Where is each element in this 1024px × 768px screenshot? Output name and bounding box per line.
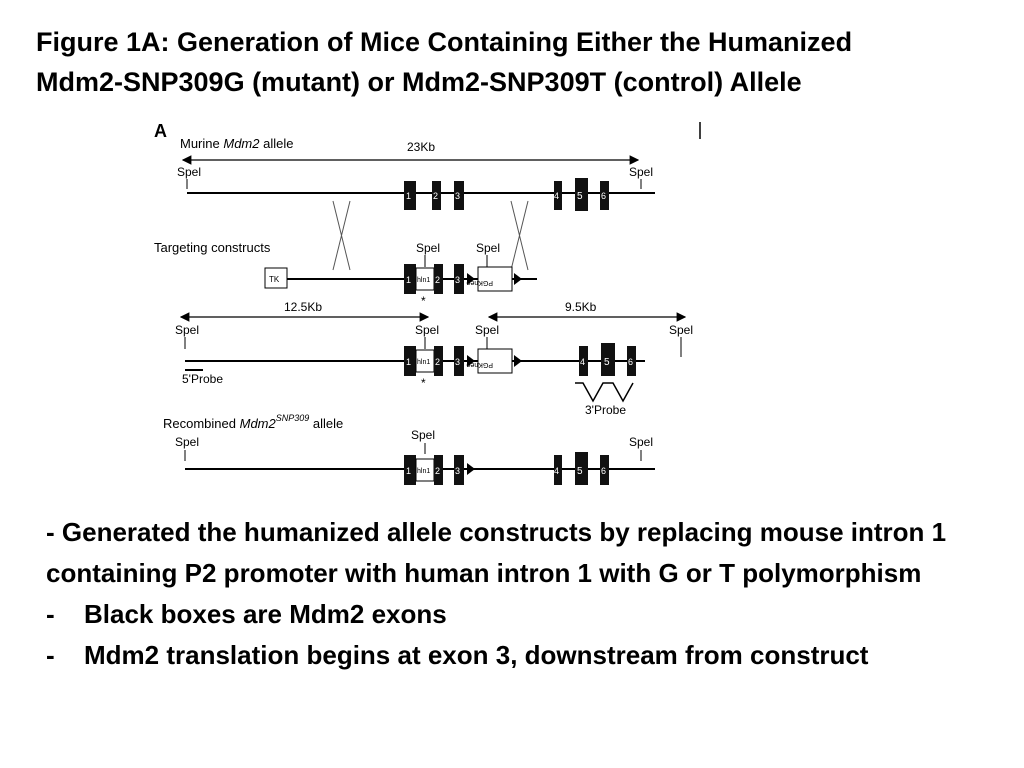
loxp-triangle: [467, 273, 475, 285]
exon-box: [600, 181, 609, 210]
pgkneo-label: PGKneo: [466, 279, 493, 286]
exon-label: 2: [435, 357, 440, 367]
loxp-triangle: [467, 463, 475, 475]
tk-box: [264, 267, 288, 289]
exon-label: 2: [435, 275, 440, 285]
exon-label: 4: [554, 466, 559, 476]
probe-3-shape: [575, 382, 634, 403]
exon-box: [575, 178, 588, 211]
pgkneo-box: [477, 348, 513, 374]
tk-label: TK: [269, 275, 280, 284]
exon-box: [404, 264, 416, 294]
exon-box: [454, 181, 464, 210]
pgkneo-box: [477, 266, 513, 292]
exon-box: [404, 346, 416, 376]
exon-box: [554, 181, 562, 210]
exon-label: 3: [455, 275, 460, 285]
spel-site-label: Spel: [669, 323, 693, 337]
slide-title-line-1: Figure 1A: Generation of Mice Containing…: [36, 27, 853, 57]
spel-site-label: Spel: [411, 428, 435, 442]
exon-box: [404, 455, 416, 485]
exon-box: [579, 346, 588, 376]
spel-site-label: Spel: [415, 323, 439, 337]
spel-site-label: Spel: [177, 165, 201, 179]
exon-box: [554, 455, 562, 485]
bullet-list: - Generated the humanized allele constru…: [46, 512, 996, 676]
probe-3-label: 3'Probe: [585, 403, 626, 417]
recombined-allele-label: Recombined Mdm2SNP309 allele: [163, 413, 343, 431]
bullet-dash: -: [46, 640, 55, 670]
spel-site-label: Spel: [629, 435, 653, 449]
human-intron-label: hln1: [417, 277, 430, 284]
spel-site-label: Spel: [475, 323, 499, 337]
exon-label: 6: [628, 357, 633, 367]
loxp-triangle: [514, 355, 522, 367]
bullet-item: - Mdm2 translation begins at exon 3, dow…: [46, 635, 996, 676]
pgkneo-label: PGKneo: [466, 361, 493, 368]
loxp-triangle: [514, 273, 522, 285]
exon-box: [432, 181, 441, 210]
exon-label: 6: [601, 466, 606, 476]
crossover-mark: [332, 200, 351, 271]
exon-label: 2: [433, 191, 438, 201]
exon-label: 1: [406, 191, 411, 201]
size-9-5kb-label: 9.5Kb: [565, 300, 597, 314]
human-intron-label: hln1: [417, 359, 430, 366]
exon-box: [454, 264, 464, 294]
exon-label: 3: [455, 466, 460, 476]
targeting-constructs-label: Targeting constructs: [154, 240, 271, 255]
exon-box: [404, 181, 416, 210]
loxp-triangle: [467, 355, 475, 367]
exon-box: [600, 455, 609, 485]
exon-box: [601, 343, 615, 376]
crossover-mark: [510, 200, 529, 271]
exon-box: [434, 346, 443, 376]
bullet-item: - Black boxes are Mdm2 exons: [46, 594, 996, 635]
human-intron-label: hln1: [417, 468, 430, 475]
spel-site-label: Spel: [629, 165, 653, 179]
murine-allele-label: Murine Mdm2 allele: [180, 136, 293, 151]
gene-targeting-diagram: A Murine Mdm2 allele 23Kb Spel Spel 1 2 …: [154, 121, 701, 485]
bullet-text: Black boxes are Mdm2 exons: [84, 599, 447, 629]
spel-site-label: Spel: [476, 241, 500, 255]
exon-label: 6: [601, 191, 606, 201]
exon-label: 1: [406, 357, 411, 367]
size-12-5kb-label: 12.5Kb: [284, 300, 322, 314]
exon-label: 2: [435, 466, 440, 476]
spel-site-label: Spel: [416, 241, 440, 255]
exon-box: [454, 455, 464, 485]
spel-site-label: Spel: [175, 435, 199, 449]
exon-box: [434, 264, 443, 294]
spel-site-label: Spel: [175, 323, 199, 337]
probe-5-label: 5'Probe: [182, 372, 223, 386]
exon-box: [454, 346, 464, 376]
bullet-dash: -: [46, 599, 55, 629]
snp-asterisk: *: [421, 376, 426, 390]
exon-label: 5: [604, 357, 610, 368]
exon-box: [575, 452, 588, 485]
exon-label: 4: [554, 191, 559, 201]
panel-label: A: [154, 121, 167, 141]
exon-label: 5: [577, 191, 583, 202]
exon-box: [434, 455, 443, 485]
slide-title: Figure 1A: Generation of Mice Containing…: [36, 22, 996, 102]
exon-label: 5: [577, 466, 583, 477]
snp-asterisk: *: [421, 294, 426, 308]
exon-label: 1: [406, 466, 411, 476]
bullet-text: Mdm2 translation begins at exon 3, downs…: [84, 640, 869, 670]
size-23kb-label: 23Kb: [407, 140, 435, 154]
exon-label: 4: [580, 357, 585, 367]
bullet-intro: - Generated the humanized allele constru…: [46, 517, 947, 588]
exon-label: 1: [406, 275, 411, 285]
exon-label: 3: [455, 191, 460, 201]
slide-title-line-2: Mdm2-SNP309G (mutant) or Mdm2-SNP309T (c…: [36, 67, 802, 97]
exon-label: 3: [455, 357, 460, 367]
exon-box: [627, 346, 636, 376]
